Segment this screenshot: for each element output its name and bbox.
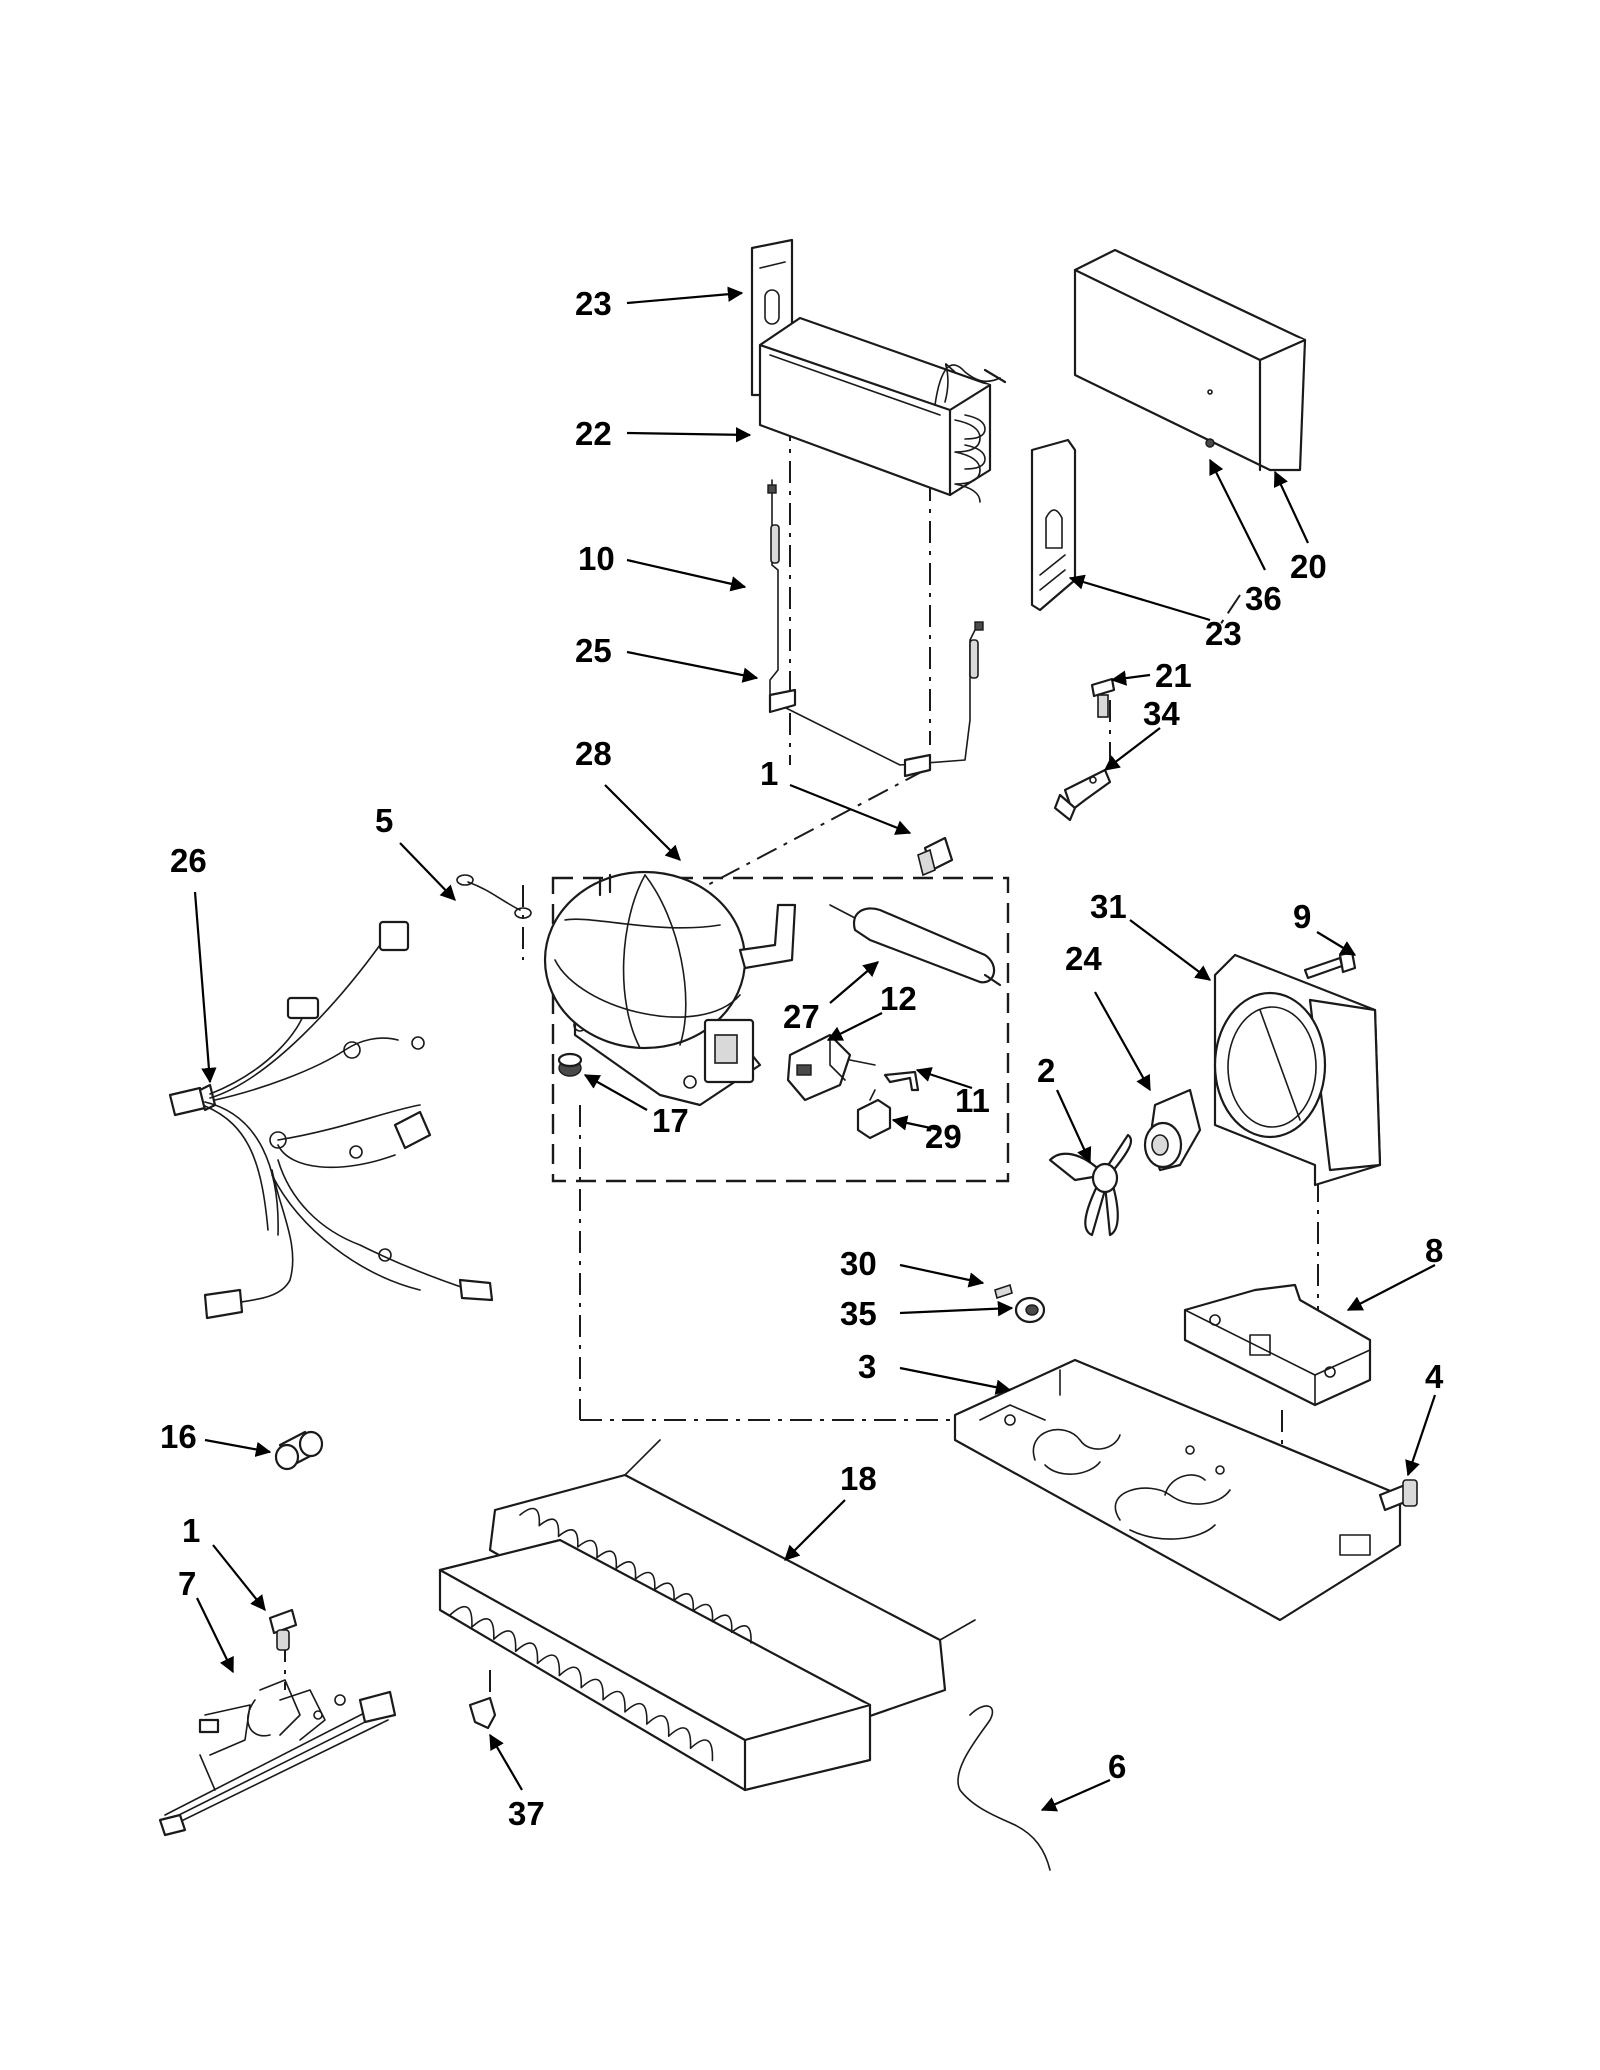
fan-blade-2 [1048, 1133, 1133, 1237]
evaporator-bracket-right [1030, 438, 1077, 612]
drain-tube-6 [957, 1705, 1051, 1871]
callout-11: 11 [955, 1082, 990, 1119]
callout-1-bottom: 1 [182, 1512, 200, 1549]
bracket-8 [1183, 1283, 1372, 1407]
capacitor-16 [274, 1430, 324, 1471]
callout-34: 34 [1143, 695, 1180, 732]
overload-29 [856, 1089, 892, 1140]
callout-5: 5 [375, 802, 393, 839]
wire-5 [456, 874, 532, 919]
clip-30 [994, 1283, 1013, 1300]
filter-drier [829, 904, 1002, 987]
grommet-35 [1014, 1296, 1046, 1324]
screw-4 [1378, 1479, 1418, 1512]
screw-1-bottom [268, 1608, 298, 1651]
screw-21 [1090, 677, 1116, 718]
callout-26: 26 [170, 842, 207, 879]
fan-motor-24 [1143, 1088, 1202, 1172]
callout-25: 25 [575, 632, 612, 669]
leader-lines [193, 286, 1437, 1812]
evaporator-coil [758, 316, 1007, 503]
callout-24: 24 [1065, 940, 1102, 977]
compressor-kit-box [551, 876, 1010, 1183]
clip-37 [468, 1696, 497, 1730]
callout-29: 29 [925, 1118, 962, 1155]
callout-23-right: 23 [1205, 615, 1242, 652]
screw-9 [1303, 950, 1357, 980]
callout-2: 2 [1037, 1052, 1055, 1089]
callout-21: 21 [1155, 657, 1192, 694]
callout-37: 37 [508, 1795, 545, 1832]
fan-shroud-31 [1213, 953, 1382, 1187]
callout-3: 3 [858, 1348, 876, 1385]
evaporator-cover [1073, 248, 1307, 472]
defrost-heater [767, 479, 984, 778]
callout-36: 36 [1245, 580, 1282, 617]
condenser-18 [438, 1439, 976, 1792]
callout-28: 28 [575, 735, 612, 772]
grommet-17 [557, 1052, 583, 1077]
clip-11 [883, 1070, 920, 1092]
callout-35: 35 [840, 1295, 877, 1332]
callout-20: 20 [1290, 548, 1327, 585]
bracket-34 [1053, 768, 1112, 822]
base-plate-3 [953, 1358, 1402, 1622]
callout-7: 7 [178, 1565, 196, 1602]
callout-23-top: 23 [575, 285, 612, 322]
callout-4: 4 [1425, 1358, 1444, 1395]
callout-10: 10 [578, 540, 615, 577]
callout-9: 9 [1293, 898, 1311, 935]
wire-harness-7 [158, 1679, 397, 1837]
screw-1-top [917, 836, 954, 877]
callout-12: 12 [880, 980, 917, 1017]
relay-12 [786, 1033, 876, 1102]
compressor [543, 870, 797, 1107]
callout-8: 8 [1425, 1232, 1443, 1269]
callout-6: 6 [1108, 1748, 1126, 1785]
callout-31: 31 [1090, 888, 1127, 925]
wire-harness-26 [168, 920, 494, 1320]
callout-22: 22 [575, 415, 612, 452]
callout-30: 30 [840, 1245, 877, 1282]
callout-17: 17 [652, 1102, 689, 1139]
callout-18: 18 [840, 1460, 877, 1497]
callout-16: 16 [160, 1418, 197, 1455]
callout-27: 27 [783, 998, 820, 1035]
callout-labels: 23 22 10 25 20 36 23 21 34 28 1 5 26 27 … [160, 285, 1444, 1832]
callout-1-top: 1 [760, 755, 778, 792]
screw-36 [1205, 438, 1215, 448]
